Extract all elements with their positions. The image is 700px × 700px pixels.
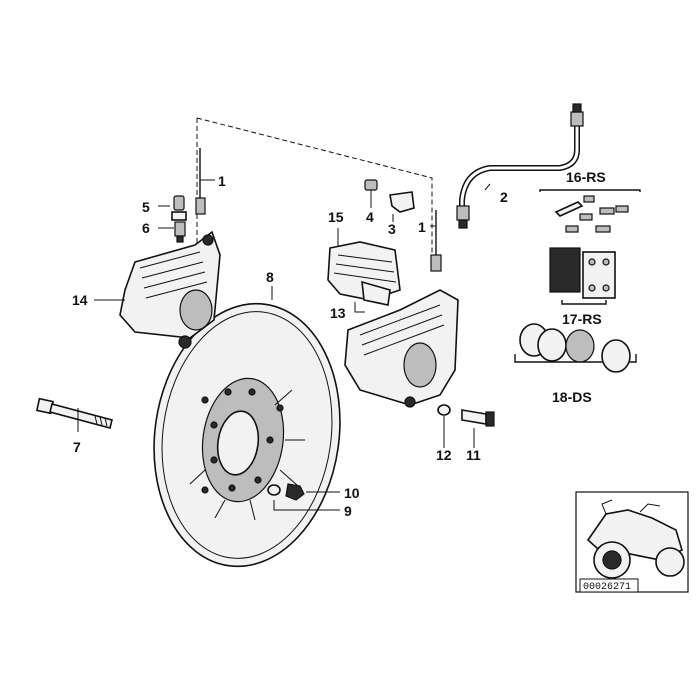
label-3: 3 [388, 221, 396, 237]
brake-pad-set-15 [327, 241, 401, 306]
brake-pads-17 [549, 247, 616, 305]
spring-clip [389, 191, 415, 213]
label-6: 6 [142, 220, 150, 236]
caliper-bolt [461, 409, 495, 427]
nut [285, 483, 305, 501]
label-15: 15 [328, 209, 344, 225]
axle-bolt [35, 397, 113, 429]
right-caliper [344, 289, 459, 408]
brake-line-right [430, 210, 442, 272]
label-12: 12 [436, 447, 452, 463]
label-17-rs: 17-RS [562, 311, 602, 327]
motorcycle-thumbnail: 00026271 [575, 491, 689, 593]
label-10: 10 [344, 485, 360, 501]
thumbnail-ref-number: 00026271 [583, 582, 631, 593]
disc-washer [267, 484, 281, 496]
bleeder-screw [171, 195, 187, 221]
label-1-right: 1 [418, 219, 426, 235]
brake-hose [456, 103, 584, 229]
label-8: 8 [266, 269, 274, 285]
label-5: 5 [142, 199, 150, 215]
washer [437, 404, 451, 416]
small-pin [364, 179, 378, 191]
left-caliper [119, 230, 221, 349]
pad-kit-16 [539, 189, 641, 233]
label-7: 7 [73, 439, 81, 455]
label-16-rs: 16-RS [566, 169, 606, 185]
leader-lines [77, 179, 491, 511]
assembly-guide-line [196, 117, 433, 260]
seal-kit-18 [514, 323, 637, 373]
brake-disc [153, 302, 341, 568]
label-18-ds: 18-DS [552, 389, 592, 405]
part-labels: 1 1 2 3 4 5 6 7 8 9 10 11 12 13 14 15 16… [72, 169, 606, 519]
label-11: 11 [466, 447, 481, 463]
label-14: 14 [72, 292, 88, 308]
brake-line-left [195, 148, 206, 215]
label-9: 9 [344, 503, 352, 519]
label-2: 2 [500, 189, 508, 205]
label-4: 4 [366, 209, 374, 225]
label-1-left: 1 [218, 173, 226, 189]
dust-cap [174, 221, 186, 243]
label-13: 13 [330, 305, 346, 321]
